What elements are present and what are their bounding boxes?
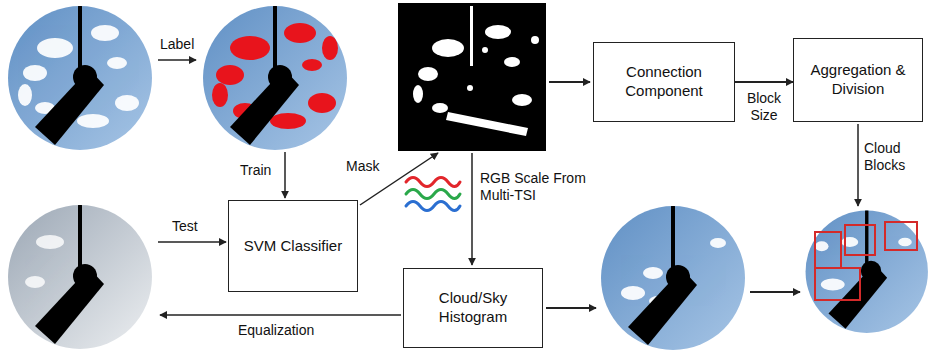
labelled-image <box>200 3 350 153</box>
cloud-block-box <box>815 222 917 300</box>
flow-label: RGB Scale From Multi-TSI <box>480 170 598 204</box>
flow-label: Label <box>160 36 220 53</box>
rgb-wave-icon <box>406 178 460 211</box>
process-box: Aggregation & Division <box>793 38 923 122</box>
flow-label: Train <box>240 162 285 179</box>
sky-image <box>5 3 155 153</box>
flow-label: Cloud Blocks <box>864 140 924 174</box>
test-image <box>5 202 155 352</box>
box-label: SVM Classifier <box>244 237 342 256</box>
mask-image <box>398 3 546 151</box>
flow-label: Mask <box>346 158 391 175</box>
flow-label: Test <box>172 218 224 235</box>
box-label: Cloud/Sky Histogram <box>414 289 532 327</box>
edge-label: Block Size <box>737 90 791 124</box>
flow-label: Equalization <box>238 322 338 339</box>
edge-layer <box>735 82 793 83</box>
box-label: Aggregation & Division <box>804 61 912 99</box>
process-box: Connection Component <box>593 42 735 122</box>
result-image <box>598 203 748 353</box>
process-box: Cloud/Sky Histogram <box>403 268 543 348</box>
process-box: SVM Classifier <box>228 200 358 292</box>
box-label: Connection Component <box>604 63 724 101</box>
connector-arrow <box>735 81 793 83</box>
blocks-image <box>803 208 931 336</box>
